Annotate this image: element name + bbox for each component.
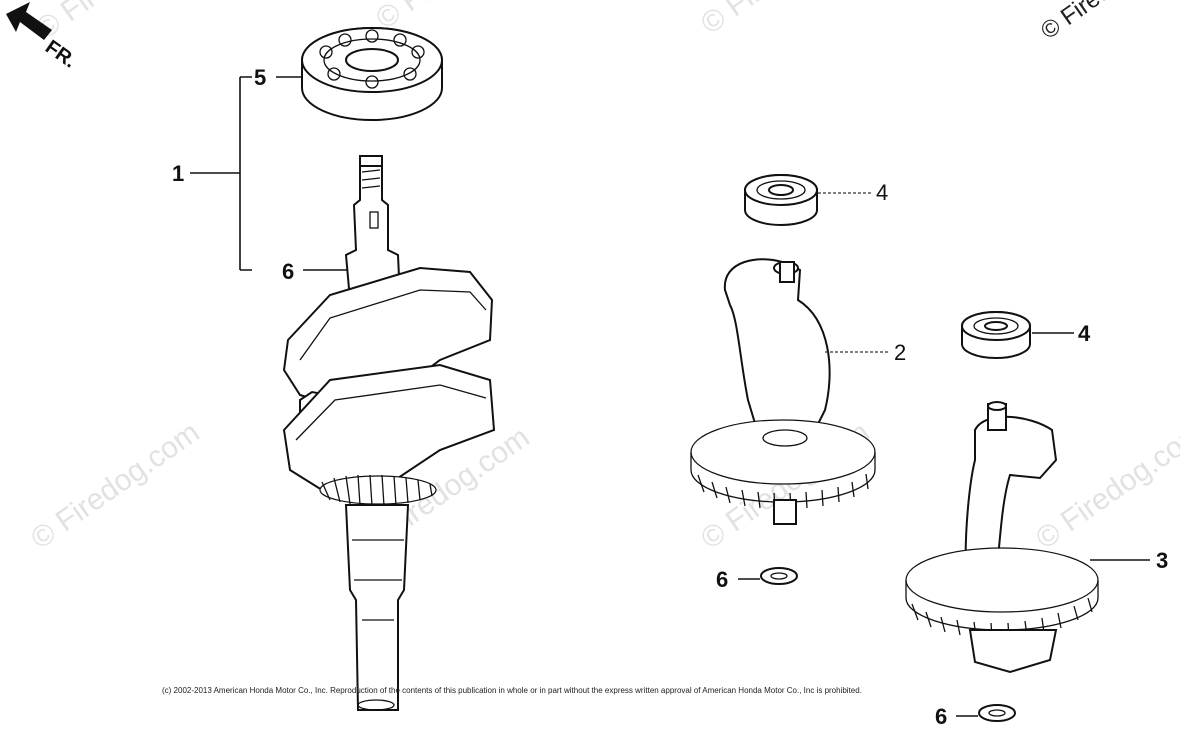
crankshaft-assembly-1 [282,155,496,711]
callout-6-middle: 6 [716,567,728,592]
watermark-7: © Firedog.com [695,0,875,41]
ball-bearing-4-right [961,311,1031,359]
watermark-8: © Firedog.com [1036,0,1180,45]
washer-6-middle [760,567,798,585]
callout-lines [190,76,1150,717]
camshaft-3 [905,401,1099,674]
callout-numbers: 1 5 6 4 2 4 3 6 6 [172,65,1168,729]
washer-6-right [978,704,1016,722]
callout-6-right: 6 [935,704,947,729]
callout-4-right: 4 [1078,321,1091,346]
callout-1: 1 [172,161,184,186]
copyright-notice: (c) 2002-2013 American Honda Motor Co., … [162,686,862,695]
ball-bearing-5 [301,27,443,121]
camshaft-2 [690,258,876,525]
watermark-1: © Firedog.com [25,416,205,556]
callout-4-upper: 4 [876,180,888,205]
callout-6-crankshaft: 6 [282,259,294,284]
callout-5: 5 [254,65,266,90]
ball-bearing-4-upper [744,174,818,226]
callout-3: 3 [1156,548,1168,573]
callout-2: 2 [894,340,906,365]
